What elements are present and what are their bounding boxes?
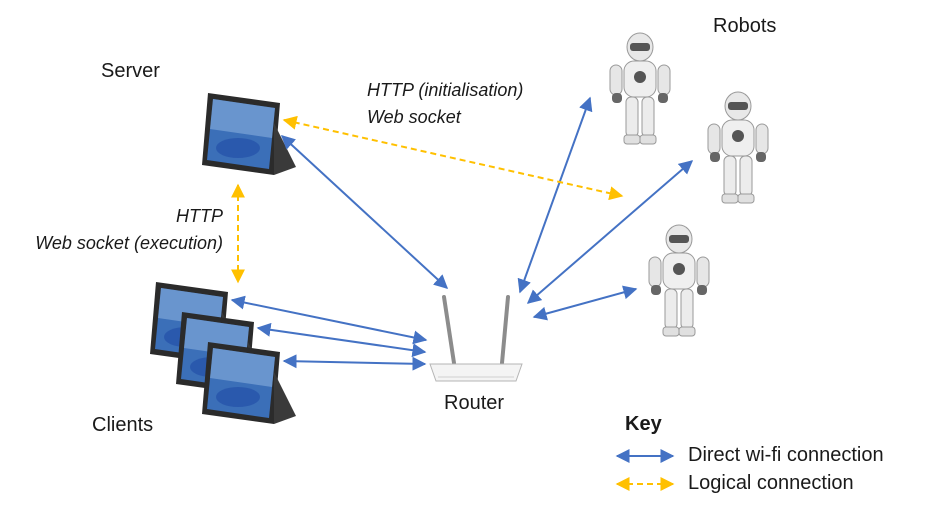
logical-connection-server-robots xyxy=(282,115,624,201)
humanoid-robot-icon xyxy=(707,91,769,204)
key-title: Key xyxy=(625,413,662,435)
clients-label: Clients xyxy=(92,414,154,436)
humanoid-robot-icon xyxy=(609,32,671,145)
direct-connection-router-robot xyxy=(517,96,593,294)
robots-label: Robots xyxy=(713,15,777,37)
server-tablet-icon xyxy=(202,93,296,175)
direct-connection-router-robot xyxy=(532,285,638,321)
direct-connection-server-router xyxy=(280,135,449,289)
key-logical-label: Logical connection xyxy=(688,472,854,494)
direct-connection-client-router xyxy=(282,354,427,371)
humanoid-robot-icon xyxy=(648,224,710,337)
edge-label-server-robots: Web socket xyxy=(367,107,461,127)
edge-label-server-clients: HTTP xyxy=(176,206,223,226)
client-tablet-icon xyxy=(202,342,296,424)
router-label: Router xyxy=(444,392,505,414)
direct-connection-client-router xyxy=(256,322,427,358)
server-label: Server xyxy=(101,60,160,82)
edge-label-server-robots: HTTP (initialisation) xyxy=(367,80,524,100)
edge-label-server-clients: Web socket (execution) xyxy=(35,233,223,253)
router-icon xyxy=(429,295,523,382)
direct-connection-router-robot xyxy=(526,160,694,304)
key-direct-label: Direct wi-fi connection xyxy=(688,444,884,466)
direct-connection-client-router xyxy=(230,295,428,345)
